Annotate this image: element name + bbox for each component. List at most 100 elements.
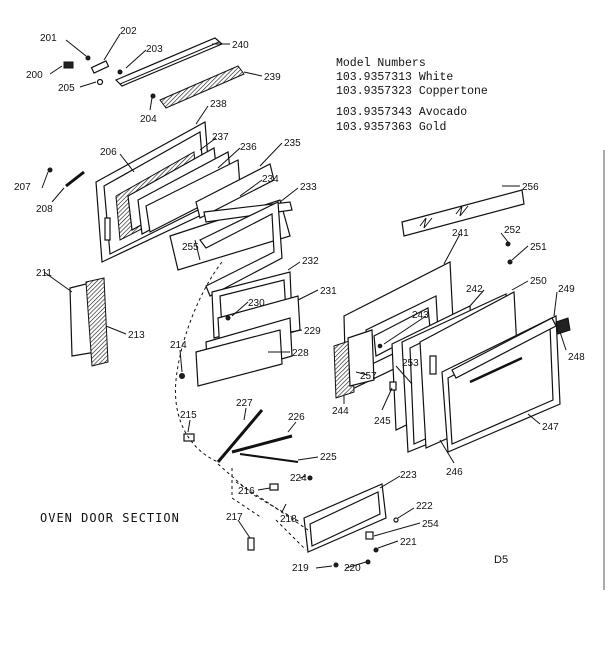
callout-228: 228 xyxy=(292,348,309,359)
model-numbers-heading: Model Numbers xyxy=(336,57,426,70)
callout-249: 249 xyxy=(558,284,575,295)
part-217-spring xyxy=(247,537,255,551)
section-caption: OVEN DOOR SECTION xyxy=(40,511,180,525)
callout-241: 241 xyxy=(452,228,469,239)
callout-231: 231 xyxy=(320,286,337,297)
part-233-frame xyxy=(199,201,283,297)
part-201-screw xyxy=(85,55,91,61)
part-227-rod xyxy=(216,409,264,463)
outer-door-group xyxy=(333,189,571,453)
callout-226: 226 xyxy=(288,412,305,423)
part-225-rod xyxy=(239,453,299,463)
callout-215: 215 xyxy=(180,410,197,421)
part-221-screw xyxy=(373,547,379,553)
callout-243: 243 xyxy=(412,310,429,321)
dashed-guides xyxy=(174,261,309,551)
callout-242: 242 xyxy=(466,284,483,295)
callout-234: 234 xyxy=(262,174,279,185)
callout-200: 200 xyxy=(26,70,43,81)
callout-216: 216 xyxy=(238,486,255,497)
callout-247: 247 xyxy=(542,422,559,433)
part-220-screw xyxy=(365,559,371,565)
callout-250: 250 xyxy=(530,276,547,287)
glass-frame-group xyxy=(169,163,293,297)
part-207-screw xyxy=(47,167,53,173)
part-214-screw xyxy=(179,373,185,379)
part-253-clip xyxy=(429,355,437,375)
callout-244: 244 xyxy=(332,406,349,417)
page-code: D5 xyxy=(494,554,508,566)
callout-217: 217 xyxy=(226,512,243,523)
part-254-clip xyxy=(365,531,374,540)
callout-205: 205 xyxy=(58,83,75,94)
callout-253: 253 xyxy=(402,358,419,369)
control-panel-group xyxy=(63,37,245,109)
part-245-clip xyxy=(389,381,397,391)
part-222-screw xyxy=(393,517,399,523)
callout-207: 207 xyxy=(14,182,31,193)
callout-230: 230 xyxy=(248,298,265,309)
callout-labels: 201 202 203 200 205 204 240 239 238 237 … xyxy=(14,26,585,574)
callout-240: 240 xyxy=(232,40,249,51)
side-panel-group xyxy=(69,277,109,367)
part-200-knob xyxy=(63,61,74,69)
bottom-panel-group xyxy=(303,483,399,568)
callout-222: 222 xyxy=(416,501,433,512)
part-204-screw xyxy=(150,93,156,99)
callout-239: 239 xyxy=(264,72,281,83)
callout-235: 235 xyxy=(284,138,301,149)
model-numbers-block: Model Numbers 103.9357313 White 103.9357… xyxy=(336,57,488,134)
callout-219: 219 xyxy=(292,563,309,574)
callout-256: 256 xyxy=(522,182,539,193)
model-number-line: 103.9357343 Avocado xyxy=(336,106,467,119)
callout-201: 201 xyxy=(40,33,57,44)
part-203-screw xyxy=(117,69,123,75)
model-number-line: 103.9357313 White xyxy=(336,71,453,84)
part-208-pin xyxy=(65,170,85,188)
callout-214: 214 xyxy=(170,340,187,351)
callout-225: 225 xyxy=(320,452,337,463)
part-251-screw xyxy=(507,259,513,265)
callout-221: 221 xyxy=(400,537,417,548)
model-number-line: 103.9357323 Coppertone xyxy=(336,85,488,98)
part-235-glass xyxy=(195,163,275,219)
callout-232: 232 xyxy=(302,256,319,267)
callout-211: 211 xyxy=(36,268,52,279)
callout-238: 238 xyxy=(210,99,227,110)
callout-245: 245 xyxy=(374,416,391,427)
part-243-screw xyxy=(377,343,383,349)
part-230-screw xyxy=(225,315,231,321)
part-228-frame xyxy=(195,329,283,387)
part-252-screw xyxy=(505,241,511,247)
part-226-rod xyxy=(231,434,293,454)
part-213-insulation xyxy=(85,277,109,367)
part-219-screw xyxy=(333,562,339,568)
part-257-bracket xyxy=(347,329,375,387)
callout-224: 224 xyxy=(290,473,307,484)
window-frame-group xyxy=(179,271,301,387)
part-206-hinge-slot xyxy=(104,217,111,241)
callout-257: 257 xyxy=(360,371,377,382)
leader-lines xyxy=(41,33,567,569)
callout-248: 248 xyxy=(568,352,585,363)
callout-203: 203 xyxy=(146,44,163,55)
callout-236: 236 xyxy=(240,142,257,153)
callout-246: 246 xyxy=(446,467,463,478)
callout-255: 255 xyxy=(182,242,199,253)
callout-204: 204 xyxy=(140,114,157,125)
callout-218: 218 xyxy=(280,514,297,525)
callout-254: 254 xyxy=(422,519,439,530)
callout-220: 220 xyxy=(344,563,361,574)
callout-213: 213 xyxy=(128,330,145,341)
part-248-handle-end xyxy=(555,317,571,335)
part-216-clip xyxy=(269,483,279,491)
callout-206: 206 xyxy=(100,147,117,158)
callout-252: 252 xyxy=(504,225,521,236)
callout-223: 223 xyxy=(400,470,417,481)
model-number-line: 103.9357363 Gold xyxy=(336,121,446,134)
callout-229: 229 xyxy=(304,326,321,337)
part-205-washer xyxy=(96,78,104,86)
inner-door-panel-group xyxy=(47,121,241,263)
callout-227: 227 xyxy=(236,398,253,409)
callout-233: 233 xyxy=(300,182,317,193)
